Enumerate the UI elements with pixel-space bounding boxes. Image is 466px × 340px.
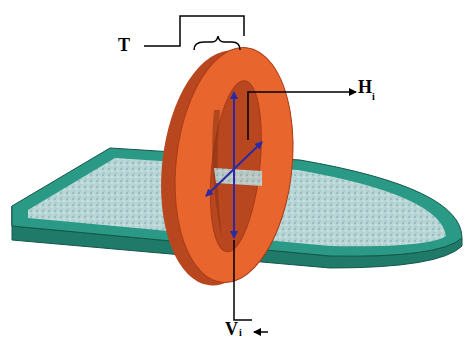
signal-label: V <box>225 320 238 338</box>
subscript-label: i <box>239 328 242 338</box>
subscript-label: i <box>372 92 375 102</box>
signal-label: H <box>358 78 372 96</box>
signal-label: T <box>118 36 130 54</box>
